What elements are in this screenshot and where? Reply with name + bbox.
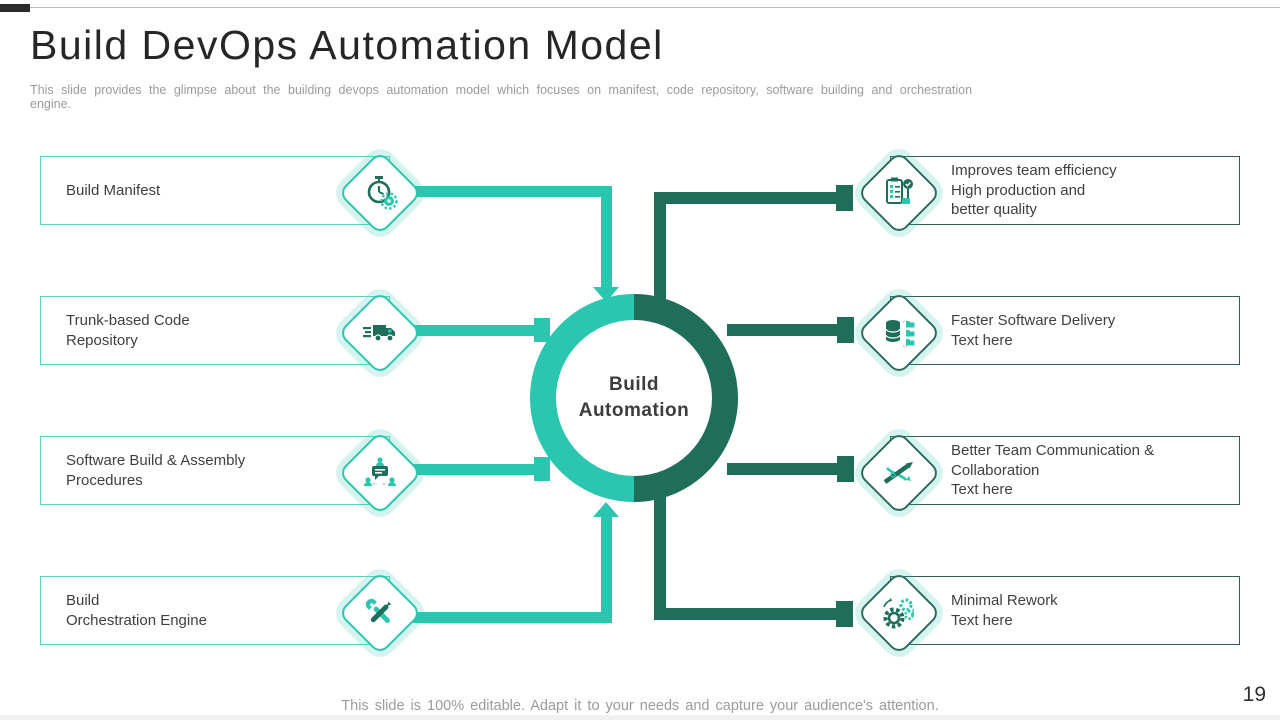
growth-arrow-icon xyxy=(883,462,913,484)
arrow-line xyxy=(727,463,837,475)
diamond-trunk-based-code xyxy=(337,290,423,376)
right-box-minimal-rework: Minimal Rework Text here xyxy=(890,576,1240,645)
crossed-tools-icon xyxy=(365,598,392,623)
right-box-improves-team-efficiency: Improves team efficiency High production… xyxy=(890,156,1240,225)
box-label-line: Orchestration Engine xyxy=(66,611,207,629)
left-box-software-build-assembly: Software Build & Assembly Procedures xyxy=(40,436,390,505)
box-label-line: Software Build & Assembly xyxy=(66,452,246,469)
arrowhead-up xyxy=(593,502,619,517)
left-box-trunk-based-code-repository: Trunk-based Code Repository xyxy=(40,296,390,365)
box-label-line: Faster Software Delivery xyxy=(951,312,1116,329)
diamond-build-manifest xyxy=(337,150,423,236)
box-label-line: better quality xyxy=(951,201,1037,219)
left-box-build-orchestration-engine: Build Orchestration Engine xyxy=(40,576,390,645)
stopwatch-gear-icon xyxy=(367,176,398,210)
arrow-line xyxy=(412,325,534,336)
gears-icon xyxy=(883,598,914,629)
page-title: Build DevOps Automation Model xyxy=(30,22,664,68)
arrow-line xyxy=(412,186,612,197)
arrowhead-right xyxy=(836,601,853,627)
arrow-line xyxy=(727,324,837,336)
box-label-line: Text here xyxy=(951,611,1013,629)
box-label-line: Build xyxy=(66,592,100,609)
diamond-faster-software-delivery xyxy=(856,290,942,376)
arrowhead-right xyxy=(534,318,550,342)
right-box-better-team-communication: Better Team Communication & Collaboratio… xyxy=(890,436,1240,505)
diamond-better-team-communication xyxy=(856,430,942,516)
arrowhead-right xyxy=(534,457,550,481)
diamond-software-build-assembly xyxy=(337,430,423,516)
box-label-line: Improves team efficiency xyxy=(951,162,1117,180)
arrow-line xyxy=(601,186,612,288)
diamond-build-orchestration xyxy=(337,570,423,656)
arrow-line xyxy=(412,464,534,475)
center-label-line: Build xyxy=(609,374,659,395)
footer-note: This slide is 100% editable. Adapt it to… xyxy=(341,698,939,714)
top-left-accent-bar xyxy=(0,4,30,12)
delivery-truck-icon xyxy=(363,325,395,342)
arrowhead-right xyxy=(836,185,853,211)
arrow-line xyxy=(654,608,836,620)
arrow-line xyxy=(654,192,836,204)
build-automation-label: Build Automation xyxy=(556,320,712,476)
diamond-improves-team-efficiency xyxy=(856,150,942,236)
box-label-line: Text here xyxy=(951,331,1013,349)
center-label-line: Automation xyxy=(578,400,690,421)
box-label-line: Better Team Communication & xyxy=(951,442,1155,460)
top-divider-line xyxy=(0,7,1280,8)
page-number: 19 xyxy=(1242,683,1266,706)
diamond-minimal-rework xyxy=(856,570,942,656)
arrow-line xyxy=(654,192,666,304)
box-label-line: Procedures xyxy=(66,471,143,489)
box-label-line: Build Manifest xyxy=(66,181,161,199)
left-box-build-manifest: Build Manifest xyxy=(40,156,390,225)
right-box-faster-software-delivery: Faster Software Delivery Text here xyxy=(890,296,1240,365)
box-label-line: Repository xyxy=(66,331,138,349)
arrow-line xyxy=(601,517,612,623)
clipboard-check-icon xyxy=(886,177,913,204)
box-label-line: Trunk-based Code xyxy=(66,312,190,329)
box-label-line: High production and xyxy=(951,181,1086,199)
build-automation-ring: Build Automation xyxy=(530,294,738,502)
bottom-edge xyxy=(0,715,1280,720)
database-transfer-icon xyxy=(885,320,915,347)
arrowhead-right xyxy=(837,456,854,482)
box-label-line: Minimal Rework xyxy=(951,592,1058,609)
arrowhead-right xyxy=(837,317,854,343)
arrow-line xyxy=(412,612,612,623)
box-label-line: Text here xyxy=(951,481,1013,499)
slide-subtitle: This slide provides the glimpse about th… xyxy=(30,83,973,111)
arrow-line xyxy=(654,496,666,620)
team-discussion-icon xyxy=(364,457,396,486)
box-label-line: Collaboration xyxy=(951,461,1040,479)
